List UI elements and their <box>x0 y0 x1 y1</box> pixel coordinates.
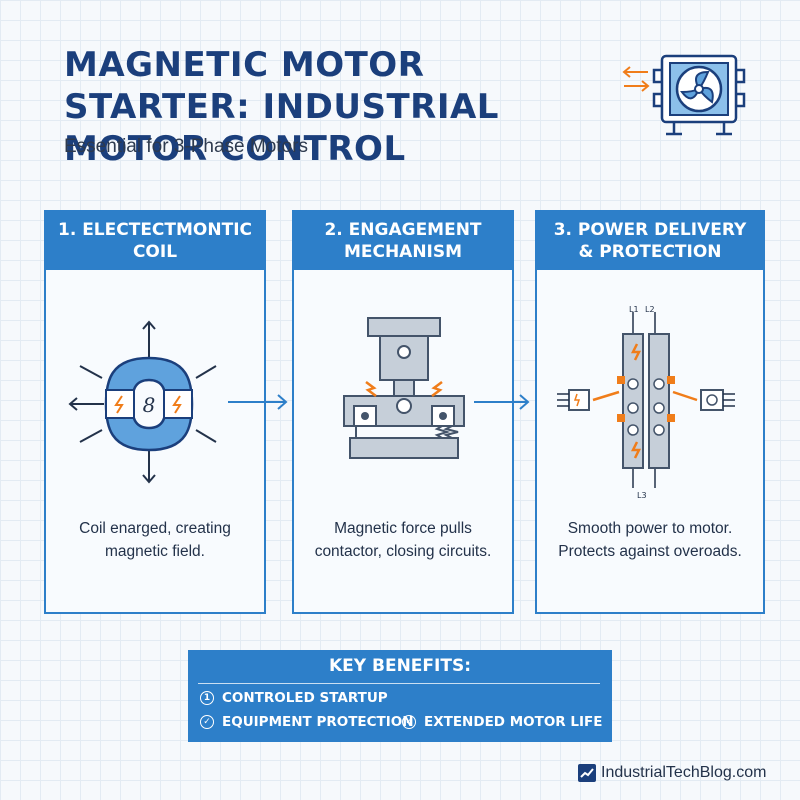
shield-check-icon: ✓ <box>200 715 214 729</box>
key-benefits-box: KEY BENEFITS: 1 CONTROLED STARTUP ✓ EQUI… <box>188 650 612 742</box>
step-description: Magnetic force pulls contactor, closing … <box>314 520 492 560</box>
circle-one-icon: 1 <box>200 691 214 705</box>
contactor-mechanism-icon <box>343 317 465 459</box>
flow-arrow-right-icon <box>474 394 530 410</box>
benefit-item: ✓ EXTENDED MOTOR LIFE <box>402 714 602 730</box>
step-title: 1. ELECTECTMONTIC COIL <box>46 212 264 270</box>
power-delivery-icon: L1 L2 L3 <box>557 305 735 500</box>
terminal-label: L3 <box>637 491 647 500</box>
chart-logo-icon <box>578 764 596 782</box>
step-title: 2. ENGAGEMENT MECHANISM <box>294 212 512 270</box>
motor-icon <box>622 54 746 136</box>
benefit-label: EQUIPMENT PROTECTION <box>222 714 414 730</box>
site-credit[interactable]: IndustrialTechBlog.com <box>578 764 766 782</box>
benefit-label: CONTROLED STARTUP <box>222 690 388 706</box>
page-title: MAGNETIC MOTOR STARTER: INDUSTRIAL MOTOR… <box>64 45 499 169</box>
step-panel-power: 3. POWER DELIVERY & PROTECTION L1 L2 L3 <box>535 210 765 614</box>
benefit-item: 1 CONTROLED STARTUP <box>200 690 388 706</box>
step-panel-engagement: 2. ENGAGEMENT MECHANISM Magnetic force p… <box>292 210 514 614</box>
flow-arrow-right-icon <box>228 394 288 410</box>
site-name[interactable]: IndustrialTechBlog.com <box>601 764 767 781</box>
benefit-label: EXTENDED MOTOR LIFE <box>424 714 603 730</box>
terminal-label: L2 <box>645 305 655 314</box>
step-title: 3. POWER DELIVERY & PROTECTION <box>537 212 763 270</box>
coil-label: 8 <box>143 393 156 417</box>
electromagnetic-coil-icon: 8 <box>68 320 217 484</box>
check-circle-icon: ✓ <box>402 715 416 729</box>
terminal-label: L1 <box>629 305 639 314</box>
benefits-title: KEY BENEFITS: <box>328 656 471 676</box>
step-panel-coil: 1. ELECTECTMONTIC COIL 8 Coil enarged, c… <box>44 210 266 614</box>
step-description: Smooth power to motor. Protects against … <box>558 520 742 560</box>
step-description: Coil enarged, creating magnetic field. <box>79 520 231 560</box>
page-subtitle: Essential for 3-Phase Motors <box>64 136 308 157</box>
divider <box>198 683 600 684</box>
benefit-item: ✓ EQUIPMENT PROTECTION <box>200 714 414 730</box>
